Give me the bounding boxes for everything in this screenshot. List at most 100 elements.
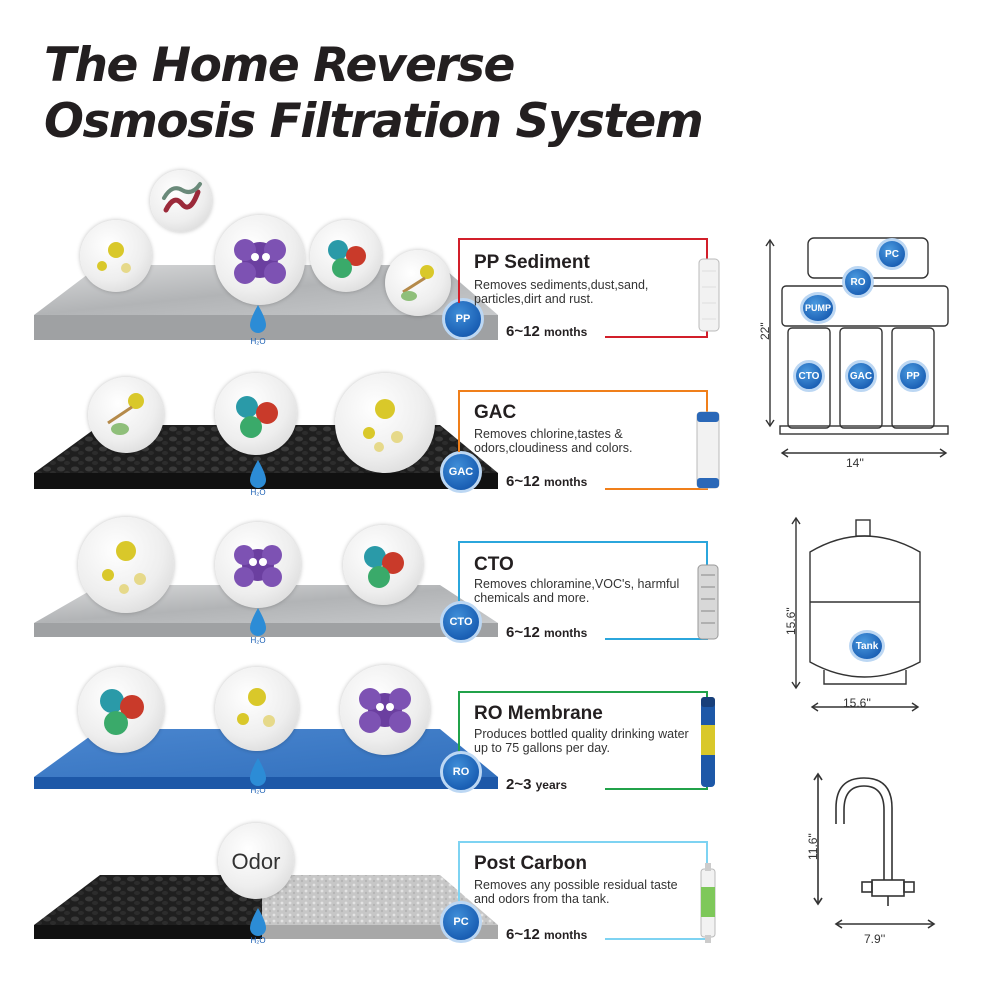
- ro-badge: RO: [440, 751, 482, 793]
- ro-unit-drawing: [765, 237, 949, 458]
- bacteria-bubble: [150, 170, 212, 232]
- water-drop-icon: [250, 908, 266, 936]
- gac-name: GAC: [474, 402, 517, 423]
- algae-bubble: [78, 517, 174, 613]
- water-drop-label: H₂O: [250, 936, 266, 945]
- unit-badge-ro: RO: [842, 266, 874, 298]
- pp-description: Removes sediments,dust,sand, particles,d…: [474, 278, 649, 306]
- cto-layer-edge: [34, 623, 498, 637]
- pp-cartridge-icon: [698, 258, 720, 332]
- stage-gac: GAC H₂O GAC Removes chlorine,tastes & od…: [0, 355, 740, 545]
- faucet-drawing: [813, 772, 936, 929]
- bacteria-bubble: [88, 377, 164, 453]
- gac-life: 6~12 months: [506, 473, 587, 490]
- gac-callout-left: [458, 390, 460, 452]
- germs-bubble: [215, 373, 297, 455]
- ro-description: Produces bottled quality drinking water …: [474, 727, 689, 755]
- title-line-2: Osmosis Filtration System: [44, 94, 704, 149]
- pc-callout-bottom: [605, 938, 708, 940]
- pp-layer-edge: [34, 315, 498, 340]
- water-drop-label: H₂O: [250, 337, 266, 346]
- pp-life-value: 6~12: [506, 323, 540, 340]
- tank-drawing: [791, 516, 921, 712]
- pp-badge: PP: [442, 298, 484, 340]
- gac-life-unit: months: [543, 475, 588, 489]
- stage-post-carbon: Odor PC H₂O Post Carbon Removes any poss…: [0, 805, 740, 995]
- water-drop-icon: [250, 608, 266, 636]
- pp-life: 6~12 months: [506, 323, 587, 340]
- cto-life: 6~12 months: [506, 624, 587, 641]
- algae-bubble: [80, 220, 152, 292]
- virus-bubble: [340, 665, 430, 755]
- cto-badge: CTO: [440, 601, 482, 643]
- ro-life-value: 2~3: [506, 776, 532, 793]
- pp-callout-left: [458, 238, 460, 303]
- cto-callout-bottom: [605, 638, 708, 640]
- germs-bubble: [310, 220, 382, 292]
- pc-carbon-edge: [34, 925, 262, 939]
- germs-bubble: [343, 525, 423, 605]
- tank-badge: Tank: [849, 630, 885, 662]
- gac-badge: GAC: [440, 451, 482, 493]
- virus-bubble: [215, 215, 305, 305]
- pp-name: PP Sediment: [474, 252, 590, 273]
- stage-cto: CTO H₂O CTO Removes chloramine,VOC's, ha…: [0, 505, 740, 695]
- pc-life-unit: months: [543, 928, 588, 942]
- algae-bubble: [335, 373, 435, 473]
- unit-badge-pp: PP: [897, 360, 929, 392]
- gac-callout-bottom: [605, 488, 708, 490]
- water-drop-icon: [250, 305, 266, 333]
- germs-bubble: [78, 667, 164, 753]
- algae-bubble: [215, 667, 299, 751]
- pc-callout-left: [458, 841, 460, 901]
- odor-label: Odor: [231, 849, 281, 874]
- pc-cartridge-icon: [700, 863, 716, 943]
- gac-description: Removes chlorine,tastes & odors,cloudine…: [474, 427, 633, 455]
- pc-description: Removes any possible residual taste and …: [474, 878, 678, 906]
- stage-ro-membrane: RO H₂O RO Membrane Produces bottled qual…: [0, 655, 740, 845]
- water-drop-icon: [250, 460, 266, 488]
- odor-bubble: [218, 823, 294, 899]
- ro-life-unit: years: [535, 778, 567, 792]
- gac-layer-edge: [34, 473, 498, 489]
- unit-badge-pc: PC: [876, 238, 908, 270]
- title-line-1: The Home Reverse: [44, 38, 515, 93]
- ro-unit-width-label: 14'': [846, 456, 864, 470]
- pc-fiber-edge: [262, 925, 498, 939]
- water-drop-label: H₂O: [250, 488, 266, 497]
- unit-badge-gac: GAC: [845, 360, 877, 392]
- unit-badge-cto: CTO: [793, 360, 825, 392]
- pc-carbon-surface: [34, 875, 262, 925]
- ro-membrane-icon: [701, 697, 715, 787]
- water-drop-label: H₂O: [250, 786, 266, 795]
- pc-life: 6~12 months: [506, 926, 587, 943]
- cto-cartridge-icon: [697, 564, 719, 640]
- unit-badge-pump: PUMP: [800, 292, 836, 324]
- tank-height-label: 15.6": [784, 607, 798, 635]
- ro-callout-bottom: [605, 788, 708, 790]
- stage-pp-sediment: PP H₂O PP Sediment Removes sediments,dus…: [0, 165, 740, 355]
- ro-name: RO Membrane: [474, 703, 603, 724]
- gac-cartridge-icon: [696, 411, 720, 489]
- pc-filter-layer: [34, 875, 498, 939]
- pp-life-unit: months: [543, 325, 588, 339]
- pc-name: Post Carbon: [474, 853, 587, 874]
- pc-life-value: 6~12: [506, 926, 540, 943]
- water-drop-icon: [250, 758, 266, 786]
- cto-life-unit: months: [543, 626, 588, 640]
- cto-life-value: 6~12: [506, 624, 540, 641]
- cto-callout-left: [458, 541, 460, 601]
- bacteria-bubble-small: [385, 250, 451, 316]
- page-title: The Home Reverse Osmosis Filtration Syst…: [44, 38, 744, 150]
- ro-unit-height-label: 22": [758, 322, 772, 340]
- cto-name: CTO: [474, 554, 514, 575]
- tank-width-label: 15.6'': [843, 696, 871, 710]
- faucet-width-label: 7.9'': [864, 932, 886, 946]
- virus-bubble: [215, 522, 301, 608]
- gac-life-value: 6~12: [506, 473, 540, 490]
- ro-callout-left: [458, 691, 460, 751]
- ro-life: 2~3 years: [506, 776, 567, 793]
- cto-description: Removes chloramine,VOC's, harmful chemic…: [474, 577, 680, 605]
- ro-layer-edge: [34, 777, 498, 789]
- water-drop-label: H₂O: [250, 636, 266, 645]
